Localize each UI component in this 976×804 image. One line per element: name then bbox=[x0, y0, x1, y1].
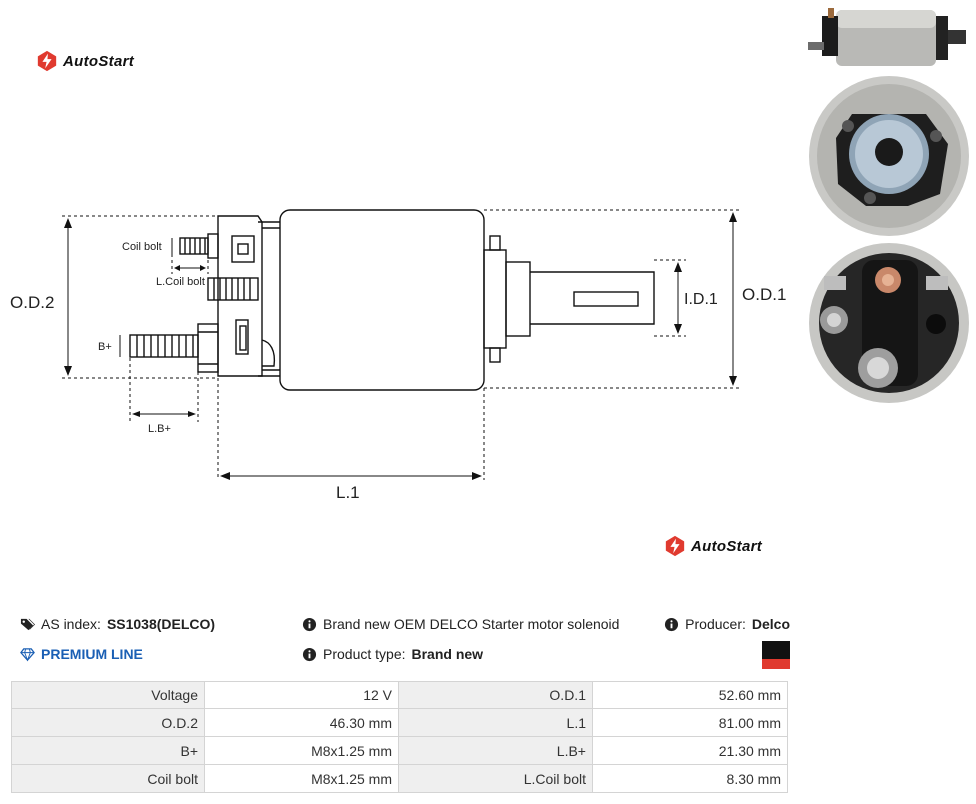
brand-logo-text: AutoStart bbox=[691, 537, 763, 555]
info-icon bbox=[302, 647, 317, 661]
autostart-logo-icon bbox=[37, 50, 57, 72]
premium-line-label: PREMIUM LINE bbox=[41, 646, 143, 662]
producer-flag-icon bbox=[762, 641, 790, 669]
label-l-b-plus: L.B+ bbox=[148, 423, 171, 435]
premium-line-badge: PREMIUM LINE bbox=[20, 646, 143, 662]
terminal-window bbox=[231, 235, 255, 263]
label-l-coil-bolt: L.Coil bolt bbox=[156, 276, 205, 288]
autostart-logo-icon bbox=[665, 535, 685, 557]
solenoid-body bbox=[279, 209, 485, 391]
tags-icon bbox=[20, 618, 35, 630]
brand-logo-text: AutoStart bbox=[63, 52, 135, 70]
table-row: B+ M8x1.25 mm L.B+ 21.30 mm bbox=[11, 737, 788, 765]
spec-value: 81.00 mm bbox=[593, 709, 788, 737]
spec-value: 52.60 mm bbox=[593, 681, 788, 709]
description-text: Brand new OEM DELCO Starter motor soleno… bbox=[323, 616, 620, 632]
spec-label: L.Coil bolt bbox=[399, 765, 593, 793]
product-photo-front bbox=[809, 76, 969, 236]
as-index-value: SS1038(DELCO) bbox=[106, 616, 216, 632]
spec-value: 21.30 mm bbox=[593, 737, 788, 765]
info-icon bbox=[665, 617, 679, 631]
product-description: Brand new OEM DELCO Starter motor soleno… bbox=[302, 616, 619, 632]
terminal-cap bbox=[217, 215, 263, 377]
label-l1: L.1 bbox=[336, 483, 360, 502]
spec-label: L.B+ bbox=[399, 737, 593, 765]
spec-label: B+ bbox=[11, 737, 205, 765]
spec-value: M8x1.25 mm bbox=[205, 737, 399, 765]
spec-label: O.D.1 bbox=[399, 681, 593, 709]
producer-value: Delco bbox=[751, 616, 790, 632]
label-id1: I.D.1 bbox=[684, 291, 718, 308]
coil-bolt bbox=[179, 233, 219, 259]
label-b-plus: B+ bbox=[98, 341, 112, 353]
producer: Producer: Delco bbox=[664, 616, 790, 632]
brand-logo: AutoStart bbox=[36, 50, 134, 72]
info-icon bbox=[302, 617, 317, 631]
spec-label: Coil bolt bbox=[11, 765, 205, 793]
as-index: AS index: SS1038(DELCO) bbox=[20, 616, 215, 632]
product-type: Product type: Brand new bbox=[302, 646, 483, 662]
label-coil-bolt: Coil bolt bbox=[122, 241, 162, 253]
product-type-label: Product type: bbox=[323, 646, 406, 662]
label-od2: O.D.2 bbox=[10, 293, 54, 312]
spec-value: 8.30 mm bbox=[593, 765, 788, 793]
product-photo-back bbox=[809, 243, 969, 403]
label-od1: O.D.1 bbox=[742, 285, 786, 304]
spec-label: L.1 bbox=[399, 709, 593, 737]
battery-stud bbox=[129, 323, 219, 373]
technical-drawing: Coil bolt L.Coil bolt B+ L.B+ O.D.2 O.D.… bbox=[10, 209, 786, 502]
spec-value: 12 V bbox=[205, 681, 399, 709]
specifications-table: Voltage 12 V O.D.1 52.60 mm O.D.2 46.30 … bbox=[11, 681, 788, 793]
table-row: Coil bolt M8x1.25 mm L.Coil bolt 8.30 mm bbox=[11, 765, 788, 793]
table-row: O.D.2 46.30 mm L.1 81.00 mm bbox=[11, 709, 788, 737]
plunger bbox=[483, 235, 655, 363]
spec-value: M8x1.25 mm bbox=[205, 765, 399, 793]
product-photo-side bbox=[808, 8, 966, 66]
brand-logo-watermark: AutoStart bbox=[664, 535, 762, 557]
as-index-label: AS index: bbox=[41, 616, 101, 632]
producer-label: Producer: bbox=[685, 616, 746, 632]
spec-value: 46.30 mm bbox=[205, 709, 399, 737]
coil-stud bbox=[207, 277, 259, 301]
table-row: Voltage 12 V O.D.1 52.60 mm bbox=[11, 681, 788, 709]
spec-label: O.D.2 bbox=[11, 709, 205, 737]
product-type-value: Brand new bbox=[411, 646, 484, 662]
spec-label: Voltage bbox=[11, 681, 205, 709]
diamond-icon bbox=[20, 647, 35, 661]
